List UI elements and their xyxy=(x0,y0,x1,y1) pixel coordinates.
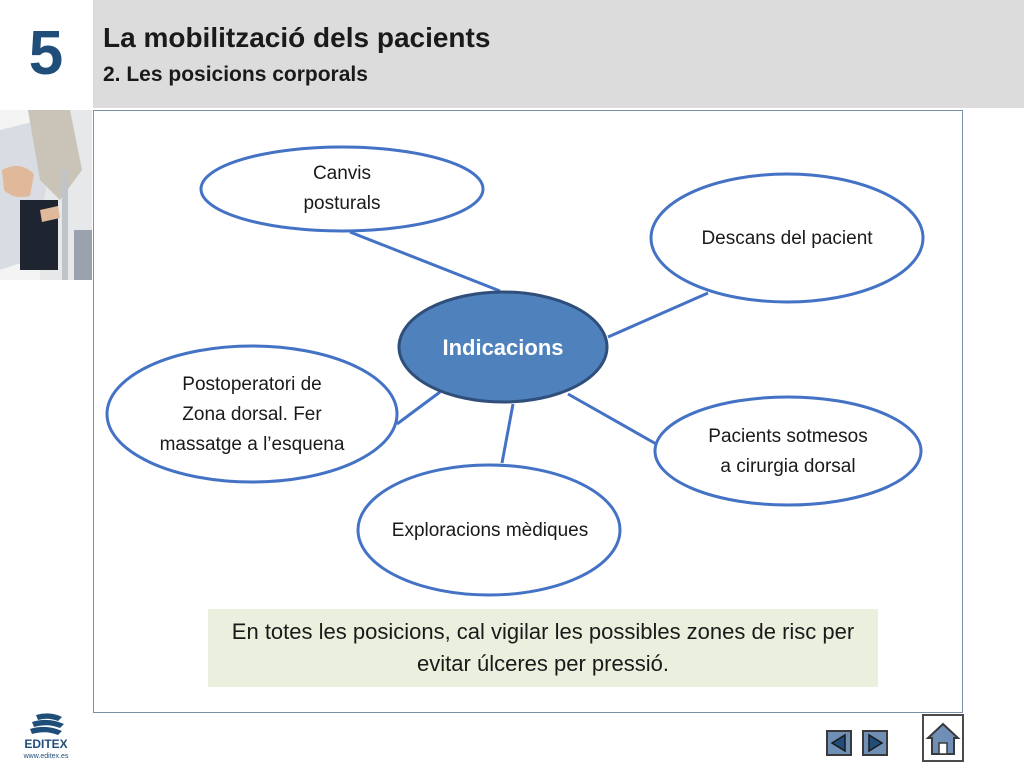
node-canvis-ellipse xyxy=(199,145,485,233)
connector-postoperatori xyxy=(396,390,441,426)
node-cirurgia-ellipse xyxy=(653,395,923,507)
triangle-right-icon xyxy=(868,733,884,753)
node-exploracions-label: Exploracions mèdiques xyxy=(391,520,589,541)
header-bar xyxy=(93,0,1024,108)
center-node-label: Indicacions xyxy=(442,335,564,360)
connector-canvis xyxy=(349,230,501,293)
page-subtitle: 2. Les posicions corporals xyxy=(103,63,368,86)
home-button[interactable] xyxy=(922,714,964,762)
editex-logo: EDITEX www.editex.es xyxy=(14,712,78,762)
chapter-number: 5 xyxy=(28,19,64,88)
node-descans-label: Descans del pacient xyxy=(701,228,873,249)
logo-url: www.editex.es xyxy=(23,753,69,760)
node-descans-ellipse xyxy=(649,172,925,304)
node-postoperatori-label: Postoperatori de Zona dorsal. Fer massat… xyxy=(159,374,345,455)
connector-exploracions xyxy=(500,403,515,464)
node-exploracions-ellipse xyxy=(356,463,622,597)
home-icon xyxy=(925,722,961,755)
connector-descans xyxy=(607,291,709,339)
triangle-left-icon xyxy=(830,733,846,753)
logo-text: EDITEX xyxy=(24,737,67,751)
page-title: La mobilització dels pacients xyxy=(103,22,491,53)
node-cirurgia-label: Pacients sotmesos a cirurgia dorsal xyxy=(708,426,868,477)
node-postoperatori-ellipse xyxy=(105,344,399,484)
next-button[interactable] xyxy=(862,730,888,756)
center-node-ellipse xyxy=(397,290,609,404)
nurse-patient-photo xyxy=(0,110,92,280)
node-canvis-label: Canvis posturals xyxy=(303,163,381,214)
connector-cirurgia xyxy=(567,392,659,447)
note-box: En totes les posicions, cal vigilar les … xyxy=(208,609,878,687)
previous-button[interactable] xyxy=(826,730,852,756)
